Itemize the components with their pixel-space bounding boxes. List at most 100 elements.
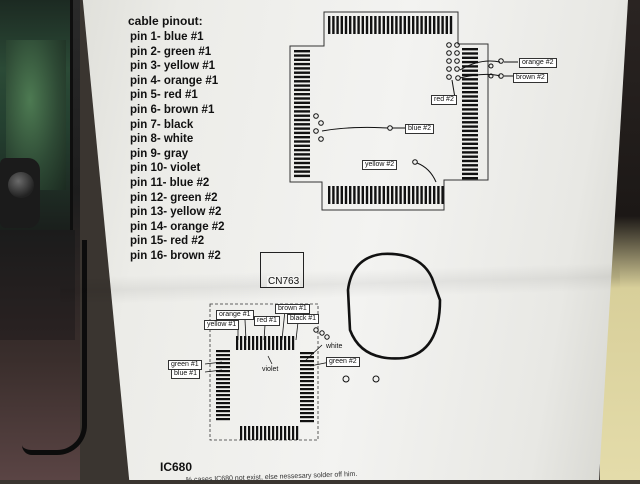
pin-item: pin 12- green #2 xyxy=(130,191,218,204)
chip-pin xyxy=(216,410,230,413)
chip-pin xyxy=(294,174,310,178)
chip-pin xyxy=(284,336,287,350)
pin-item: pin 16- brown #2 xyxy=(130,249,221,262)
top-chip-pins-top xyxy=(328,16,453,34)
pin-item: pin 1- blue #1 xyxy=(130,31,204,43)
pin-list: pin 1- blue #1 pin 2- green #1 pin 3- ye… xyxy=(130,30,225,264)
bottom-chip-pins-top xyxy=(236,336,295,350)
label-white: white xyxy=(326,343,343,350)
chip-pin xyxy=(294,123,310,126)
chip-pin xyxy=(216,398,230,401)
chip-pin xyxy=(256,336,259,350)
chip-pin xyxy=(294,110,310,113)
chip-pin xyxy=(280,336,283,350)
chip-pin xyxy=(462,48,478,51)
chip-pin xyxy=(399,16,402,34)
chip-pin xyxy=(332,186,335,204)
chip-pin xyxy=(420,16,423,34)
chip-pin xyxy=(260,336,263,350)
chip-pin xyxy=(382,186,385,204)
chip-pin xyxy=(294,127,310,130)
chip-pin xyxy=(420,186,423,204)
bottom-chip-pins-bottom xyxy=(240,426,299,440)
chip-pin xyxy=(294,54,310,57)
chip-pin xyxy=(370,186,373,204)
chip-pin xyxy=(462,146,478,150)
bottom-chip-pins-left xyxy=(216,350,230,421)
black-cable xyxy=(22,240,87,455)
chip-pin xyxy=(300,420,314,423)
chip-pin xyxy=(296,426,299,440)
chip-pin xyxy=(412,16,415,34)
chip-pin xyxy=(216,374,230,377)
label-blue-2: blue #2 xyxy=(405,124,434,134)
bottom-chip-pads xyxy=(313,327,380,383)
chip-pin xyxy=(344,186,348,204)
chip-pin xyxy=(244,336,247,350)
chip-pin xyxy=(462,95,478,98)
chip-pin xyxy=(300,380,314,383)
chip-pin xyxy=(300,372,314,375)
top-chip-pins-bottom xyxy=(328,186,444,204)
chip-pin xyxy=(294,58,310,61)
cable-pinout: cable pinout: pin 1- blue #1 pin 2- gree… xyxy=(126,14,225,264)
label-orange-1: orange #1 xyxy=(216,310,254,320)
chip-pin xyxy=(288,426,291,440)
chip-pin xyxy=(336,186,339,204)
chip-pin xyxy=(294,144,310,147)
chip-pin xyxy=(416,186,419,204)
label-yellow-1: yellow #1 xyxy=(204,320,240,330)
chip-pin xyxy=(256,426,259,440)
chip-pin xyxy=(300,392,314,395)
chip-pin xyxy=(462,108,478,111)
chip-pin xyxy=(462,73,478,77)
chip-pin xyxy=(300,404,314,407)
chip-pin xyxy=(382,16,385,34)
chip-pin xyxy=(294,157,310,160)
chip-pin xyxy=(300,376,314,379)
chip-pin xyxy=(433,186,436,204)
chip-pin xyxy=(407,16,411,34)
chip-pin xyxy=(349,186,352,204)
top-chip-outline xyxy=(289,11,489,211)
chip-pin xyxy=(462,142,478,145)
label-orange-2: orange #2 xyxy=(519,58,557,68)
chip-pin xyxy=(294,88,310,92)
label-brown-2: brown #2 xyxy=(513,73,548,83)
chip-pin xyxy=(276,336,279,350)
chip-pin xyxy=(462,69,478,72)
pin-item: pin 4- orange #1 xyxy=(130,74,219,87)
chip-pin xyxy=(252,336,255,350)
chip-pin xyxy=(462,52,478,55)
chip-pin xyxy=(378,16,381,34)
chip-pin xyxy=(260,426,263,440)
chip-pin xyxy=(386,186,390,204)
pin-item: pin 8- white xyxy=(130,133,194,146)
chip-pin xyxy=(294,62,310,66)
chip-pin xyxy=(407,186,411,204)
chip-pin xyxy=(462,151,478,154)
chip-pin xyxy=(236,336,239,350)
chip-pin xyxy=(300,352,314,355)
chip-pin xyxy=(349,16,352,34)
chip-pin xyxy=(294,71,310,74)
chip-pin xyxy=(300,360,314,363)
top-chip-pads xyxy=(313,42,504,165)
chip-pin xyxy=(216,414,230,417)
chip-pin xyxy=(462,103,478,107)
chip-pin xyxy=(294,50,310,53)
label-brown-1: brown #1 xyxy=(275,304,310,314)
chip-pin xyxy=(300,416,314,419)
chip-pin xyxy=(294,131,310,135)
connector-outline xyxy=(346,252,442,360)
pin-item: pin 6- brown #1 xyxy=(130,103,215,116)
label-violet: violet xyxy=(262,366,279,373)
chip-pin xyxy=(437,186,440,204)
black-device xyxy=(0,158,40,228)
bottom-chip-arrows xyxy=(204,309,331,373)
chip-pin xyxy=(462,60,478,64)
chip-pin xyxy=(294,153,310,156)
chip-pin xyxy=(292,336,295,350)
chip-pin xyxy=(462,134,478,137)
chip-pin xyxy=(361,186,364,204)
